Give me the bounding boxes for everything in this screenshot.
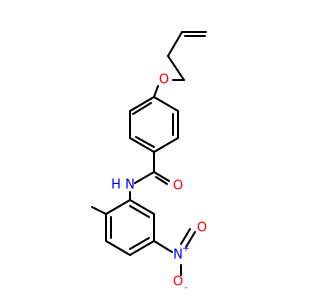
atom-label-nitro-nitrogen: N (173, 248, 183, 263)
bond-vinyl-single (167, 31, 183, 57)
ring1-bond-3-inner (135, 136, 155, 148)
ring2-bond-4-inner (129, 237, 150, 250)
ring1-bond-4 (153, 137, 179, 153)
ring2-bond-6-inner (129, 205, 150, 218)
atom-label-amide-hydrogen: H (111, 178, 121, 193)
charge-label-nitro-nitrogen: + (182, 244, 190, 254)
bond-carbonyl-double-a (153, 171, 170, 182)
ring2-bond-3 (105, 240, 131, 256)
atom-label-carbonyl-oxygen: O (173, 179, 183, 194)
bond-nitro-oxygen-top-a (180, 228, 191, 245)
atom-label-amide-nitrogen: N (125, 178, 135, 193)
chemical-structure: O O N H N + O O - (91, 31, 207, 293)
atom-label-nitro-oxygen-top: O (197, 221, 207, 236)
bond-allyl-ch2-ch (167, 55, 185, 81)
bond-methyl (91, 206, 107, 215)
ring1-bond-6 (153, 96, 179, 112)
bond-oxygen-ring (153, 85, 159, 98)
ring2-bond-4 (129, 240, 155, 256)
bond-carbonyl-nitrogen (134, 171, 155, 184)
bond-carbonyl-double-b (155, 176, 168, 185)
charge-label-nitro-oxygen-bottom: - (184, 283, 187, 293)
bond-ring-nitro (153, 240, 173, 253)
ring1-bond-1 (129, 96, 155, 112)
atom-label-nitro-oxygen-bottom: O (173, 275, 183, 290)
atom-label-ether-oxygen: O (159, 73, 169, 88)
ring1-bond-3 (129, 137, 155, 153)
ring1-bond-1-inner (132, 102, 152, 115)
bond-nitro-oxygen-top-b (185, 231, 196, 248)
ring2-bond-1 (105, 199, 131, 215)
ring2-bond-6 (129, 199, 155, 215)
